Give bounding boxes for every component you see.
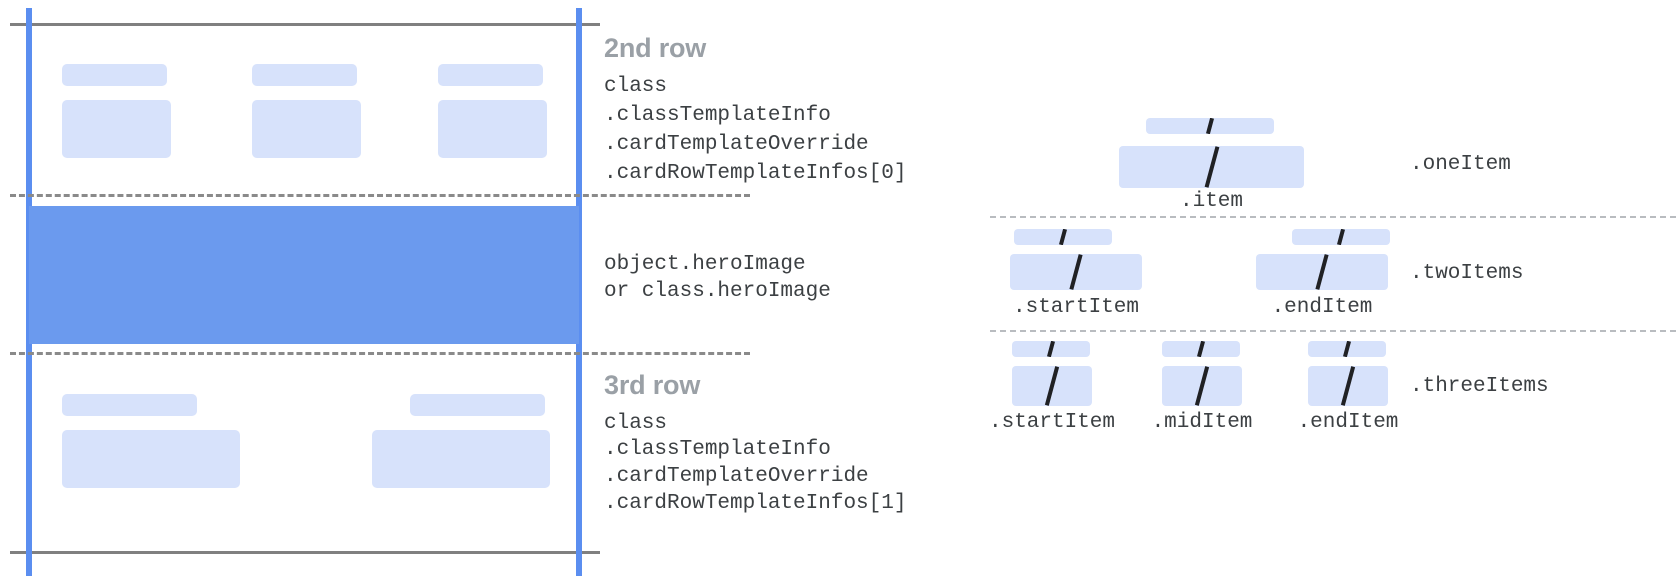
- two-items-start-title-box: [1014, 229, 1112, 245]
- two-items-start-label: .startItem: [1012, 296, 1140, 319]
- one-item-body-box: [1119, 146, 1304, 188]
- slash-mark: [1205, 118, 1215, 134]
- row3-heading: 3rd row: [604, 370, 701, 400]
- left-panel: [0, 0, 750, 584]
- hero-top-divider: [10, 194, 750, 197]
- hero-image-band: [29, 206, 579, 344]
- row3-item2-title: [410, 394, 545, 416]
- row2-item3-title: [438, 64, 543, 86]
- three-items-mid-body-box: [1162, 366, 1242, 406]
- row2-code-line-1: .classTemplateInfo: [604, 104, 831, 127]
- three-items-mid-title-box: [1162, 341, 1240, 357]
- three-items-mid-label: .midItem: [1151, 411, 1253, 434]
- row2-heading: 2nd row: [604, 33, 707, 63]
- three-items-end-label: .endItem: [1297, 411, 1399, 434]
- three-items-start-body-box: [1012, 366, 1092, 406]
- row2-code-line-3: .cardRowTemplateInfos[0]: [604, 162, 907, 185]
- row2-item3-body: [438, 100, 547, 158]
- slash-mark: [1196, 341, 1206, 357]
- two-items-start-body-box: [1010, 254, 1142, 290]
- row3-code-line-3: .cardRowTemplateInfos[1]: [604, 492, 907, 515]
- variant-three-items-name: .threeItems: [1410, 375, 1549, 398]
- two-items-end-label: .endItem: [1271, 296, 1373, 319]
- row3-item2-body: [372, 430, 550, 488]
- row2-item2-body: [252, 100, 361, 158]
- right-panel: .item .oneItem .startItem .endItem .twoI…: [960, 0, 1676, 584]
- row3-item1-body: [62, 430, 240, 488]
- variant-divider-1: [990, 216, 1676, 218]
- three-items-end-body-box: [1308, 366, 1388, 406]
- slash-mark: [1342, 341, 1352, 357]
- slash-mark: [1336, 229, 1346, 245]
- row2-item1-body: [62, 100, 171, 158]
- three-items-start-title-box: [1012, 341, 1090, 357]
- card-bottom-rule: [10, 551, 600, 554]
- row2-item1-title: [62, 64, 167, 86]
- row2-code-line-0: class: [604, 75, 668, 98]
- slash-mark: [1315, 254, 1329, 290]
- row3-item1-title: [62, 394, 197, 416]
- one-item-label: .item: [1179, 190, 1243, 213]
- row2-item2-title: [252, 64, 357, 86]
- card-right-guide: [576, 8, 582, 576]
- card-top-rule: [10, 23, 600, 26]
- row3-code-line-2: .cardTemplateOverride: [604, 465, 869, 488]
- one-item-title-box: [1146, 118, 1274, 134]
- two-items-end-title-box: [1292, 229, 1390, 245]
- hero-code-line-1: or class.heroImage: [604, 280, 831, 303]
- row3-code-line-0: class: [604, 412, 668, 435]
- slash-mark: [1340, 366, 1356, 406]
- row2-code-line-2: .cardTemplateOverride: [604, 133, 869, 156]
- row3-code-line-1: .classTemplateInfo: [604, 438, 831, 461]
- slash-mark: [1044, 366, 1060, 406]
- slash-mark: [1194, 366, 1210, 406]
- slash-mark: [1204, 146, 1219, 188]
- variant-divider-2: [990, 330, 1676, 332]
- three-items-start-label: .startItem: [988, 411, 1116, 434]
- slash-mark: [1046, 341, 1056, 357]
- slash-mark: [1058, 229, 1068, 245]
- variant-one-item-name: .oneItem: [1410, 153, 1511, 176]
- two-items-end-body-box: [1256, 254, 1388, 290]
- hero-code-line-0: object.heroImage: [604, 253, 806, 276]
- variant-two-items-name: .twoItems: [1410, 262, 1524, 285]
- three-items-end-title-box: [1308, 341, 1386, 357]
- hero-bottom-divider: [10, 352, 750, 355]
- slash-mark: [1069, 254, 1083, 290]
